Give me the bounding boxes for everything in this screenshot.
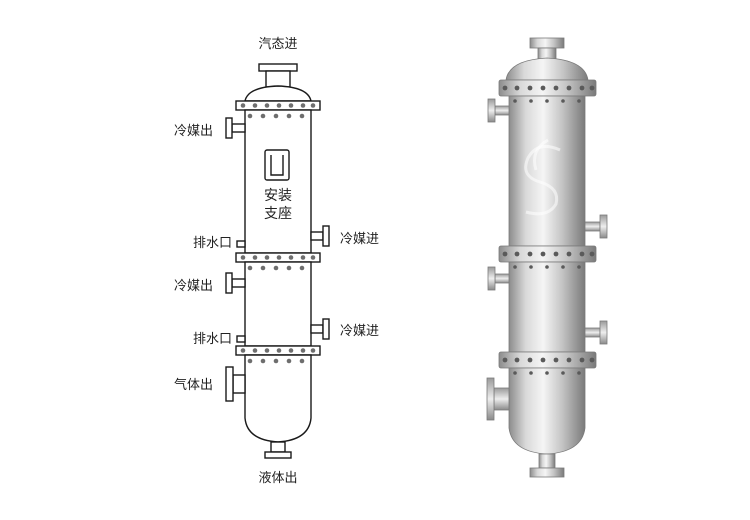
label-gas-out: 气体出	[174, 377, 213, 393]
label-liquid-out: 液体出	[258, 471, 297, 486]
label-drain-2: 排水口	[193, 332, 232, 347]
coolant-out-pipe-1	[231, 123, 246, 133]
schematic-bolts	[240, 103, 316, 364]
schematic-drawing	[225, 63, 330, 459]
render-liquid-out-flange	[529, 467, 565, 478]
middle-shell	[244, 261, 312, 347]
render-coolant-out-pipe-1	[494, 105, 510, 116]
render-coolant-in-pipe-1	[584, 221, 601, 232]
liquid-out-pipe	[270, 441, 286, 453]
render-bottom-shell	[508, 367, 586, 455]
coolant-in-flange-1	[322, 225, 330, 247]
drain-pipe-2	[236, 335, 246, 343]
gas-out-flange	[225, 366, 234, 402]
label-drain-1: 排水口	[193, 236, 232, 251]
top-head	[244, 85, 312, 102]
render-coolant-in-flange-2	[599, 320, 608, 345]
label-coolant-in-1: 冷媒进	[340, 232, 379, 247]
render-middle-shell	[508, 261, 586, 353]
upper-shell	[244, 109, 312, 254]
bottom-shell	[244, 354, 312, 443]
coolant-in-pipe-2	[310, 324, 324, 334]
render-coolant-out-pipe-2	[494, 273, 510, 284]
render-coolant-out-flange-2	[487, 266, 496, 291]
rendered-vessel	[486, 37, 608, 478]
label-coolant-out-1: 冷媒出	[174, 124, 213, 139]
render-upper-shell	[508, 95, 586, 247]
render-coolant-out-flange-1	[487, 98, 496, 123]
render-coolant-in-pipe-2	[584, 327, 601, 338]
label-support-line1: 安装	[264, 188, 292, 204]
coolant-out-flange-2	[225, 272, 233, 294]
drain-pipe-1	[236, 240, 246, 248]
coolant-in-pipe-1	[310, 231, 324, 241]
label-coolant-out-2: 冷媒出	[174, 279, 213, 294]
render-coolant-in-flange-1	[599, 214, 608, 239]
coolant-in-flange-2	[322, 318, 330, 340]
support-bracket-inner	[270, 155, 284, 176]
watermark-logo	[524, 138, 561, 216]
label-support-line2: 支座	[264, 206, 292, 222]
label-coolant-in-2: 冷媒进	[340, 324, 379, 339]
render-top-nozzle-flange	[529, 37, 565, 49]
liquid-out-flange	[264, 451, 292, 459]
steam-inlet-pipe	[265, 70, 291, 88]
render-gas-out-pipe	[493, 387, 510, 411]
render-bolts	[502, 85, 595, 375]
label-steam-in: 汽态进	[258, 37, 297, 52]
render-top-head	[505, 57, 589, 81]
render-gas-out-flange	[486, 377, 495, 421]
coolant-out-flange-1	[225, 117, 233, 139]
gas-out-pipe	[232, 374, 246, 394]
steam-inlet-flange	[258, 63, 298, 72]
coolant-out-pipe-2	[231, 278, 246, 288]
render-liquid-out-pipe	[538, 453, 556, 469]
